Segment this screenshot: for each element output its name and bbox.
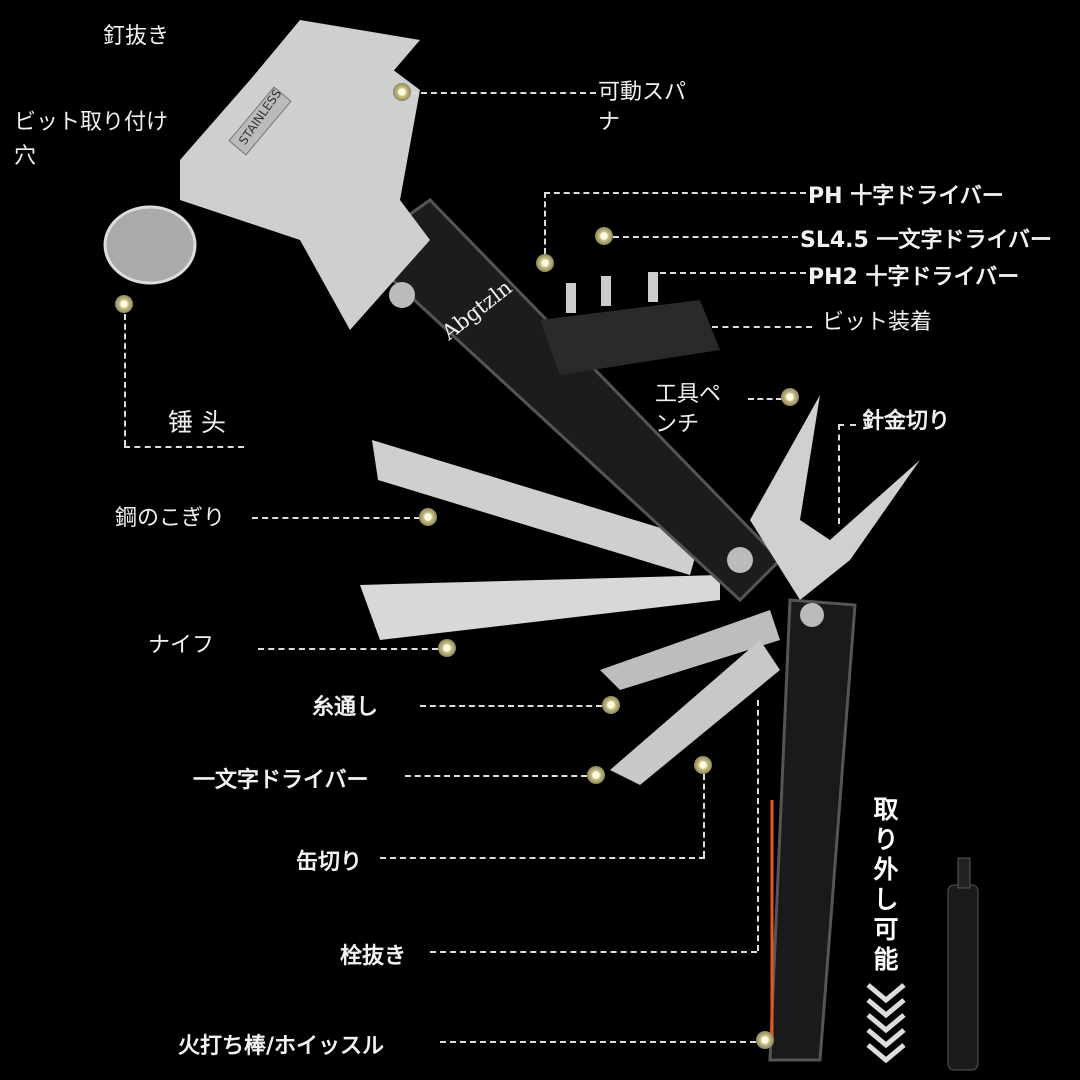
label-ph-driver: PH 十字ドライバー [808,184,1004,209]
callout-line [757,700,759,951]
callout-line [440,1041,756,1043]
callout-dot [536,254,554,272]
label-bit-hole-2: 穴 [14,144,37,169]
callout-line [380,857,705,859]
label-ph2-driver: PH2 十字ドライバー [808,265,1020,290]
label-knife: ナイフ [148,633,215,658]
chevron-down-icon [866,983,906,1064]
label-nail-puller: 釘抜き [103,24,170,49]
threader-blade [600,610,780,690]
fire-starter-rod [947,884,979,1071]
callout-line [544,192,806,194]
label-pliers: 工具ペ [655,382,722,407]
callout-line [544,192,546,254]
label-sl-driver: SL4.5 一文字ドライバー [800,228,1053,253]
callout-dot [595,227,613,245]
label-wire-cutter: 針金切り [862,409,951,434]
callout-line [748,398,782,400]
label-can-opener: 缶切り [296,850,363,875]
callout-dot [756,1031,774,1049]
knife-blade [360,575,720,640]
label-saw: 鋼のこぎり [115,506,226,531]
callout-dot [781,388,799,406]
callout-dot [393,83,411,101]
bit-holder [540,300,720,375]
label-hammer: 锤 头 [168,408,226,437]
callout-line [838,424,856,426]
callout-line [405,775,587,777]
callout-line [124,314,126,446]
callout-line [712,326,812,328]
callout-line [430,951,757,953]
label-bottle-opener: 栓抜き [340,944,407,969]
hammer-wrench-head [180,20,430,330]
callout-line [703,774,705,857]
saw-blade [372,440,700,575]
label-bit-mount: ビット装着 [822,310,933,335]
screwdriver-blade [610,640,780,785]
label-removable: 取り外し可能 [873,795,899,974]
label-pliers-2: ンチ [655,412,700,437]
hammer-face [103,205,197,285]
callout-dot [438,639,456,657]
callout-dot [587,766,605,784]
pliers-jaws [750,395,920,600]
label-flat-driver: 一文字ドライバー [193,768,369,793]
label-threader: 糸通し [312,695,379,720]
callout-dot [602,696,620,714]
callout-line [420,705,602,707]
callout-line [411,92,596,94]
callout-dot [694,756,712,774]
callout-line [258,648,438,650]
callout-line [124,446,244,448]
callout-dot [115,295,133,313]
callout-line [613,236,798,238]
label-wrench-2: ナ [598,110,621,135]
callout-line [838,424,840,524]
label-wrench: 可動スパ [598,80,687,105]
callout-line [660,272,806,274]
label-fire-whistle: 火打ち棒/ホイッスル [178,1034,385,1059]
lower-handle [768,598,857,1062]
callout-dot [419,508,437,526]
label-bit-hole: ビット取り付け [14,110,169,135]
callout-line [252,517,420,519]
